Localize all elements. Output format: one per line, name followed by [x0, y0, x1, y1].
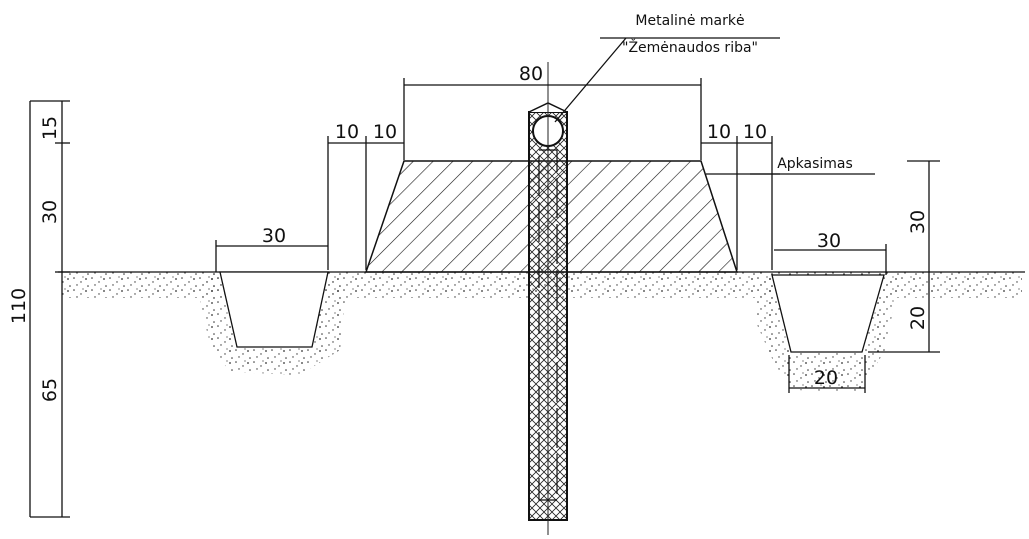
- dim-right-ditch-width: 30: [817, 230, 841, 252]
- marker-label-line1: Metalinė markė: [635, 13, 744, 29]
- marker-label-line2: "Žemėnaudos riba": [622, 38, 758, 56]
- dim-left-top: 15: [39, 116, 61, 140]
- left-ditch: [219, 271, 329, 348]
- fill-label: Apkasimas: [777, 156, 853, 172]
- dim-left-depth: 65: [39, 378, 61, 402]
- dim-left-ditch-width: 30: [262, 225, 286, 247]
- dim-right-mound-height: 30: [907, 210, 929, 234]
- dim-left-inner: 10: [373, 121, 397, 143]
- dimension-lines: [29, 78, 940, 518]
- dim-right-inner: 10: [707, 121, 731, 143]
- dim-right-ditch-depth: 20: [907, 306, 929, 330]
- marker-leader: [554, 37, 780, 123]
- dimension-labels: 80 10 10 10 10 30 30 20 30 20 110 15 30 …: [8, 63, 929, 402]
- dim-left-total: 110: [8, 288, 30, 324]
- dim-left-outer: 10: [335, 121, 359, 143]
- dim-left-mound: 30: [39, 200, 61, 224]
- annotations: Metalinė markė "Žemėnaudos riba" Apkasim…: [622, 13, 853, 172]
- dim-top-width: 80: [519, 63, 543, 85]
- dim-right-outer: 10: [743, 121, 767, 143]
- right-ditch: [771, 274, 885, 353]
- dim-right-ditch-bottom: 20: [814, 367, 838, 389]
